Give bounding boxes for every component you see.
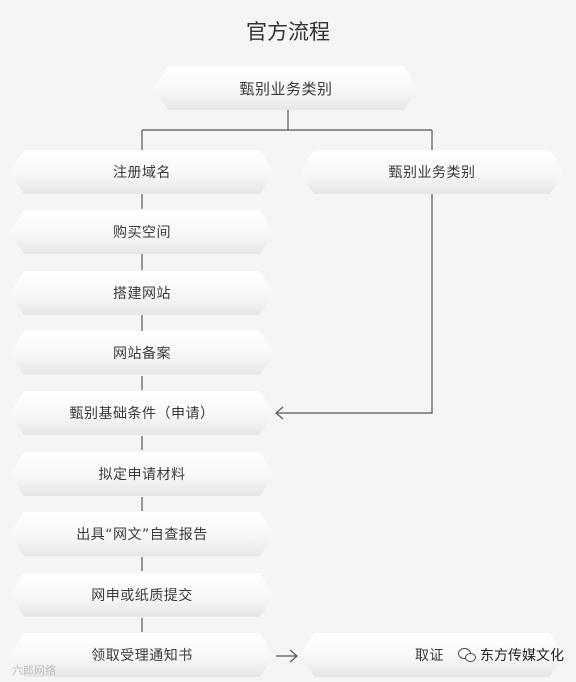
watermark-right: 东方传媒文化 (458, 645, 564, 665)
step-register-domain: 注册域名 (10, 150, 274, 194)
wechat-icon (458, 648, 476, 662)
top-node: 甄别业务类别 (154, 66, 418, 110)
step-draft-materials: 拟定申请材料 (10, 452, 274, 496)
right-node: 甄别业务类别 (300, 150, 564, 194)
right-bottom-node: 取证 (300, 633, 564, 677)
watermark-right-text: 东方传媒文化 (480, 648, 564, 664)
diagram-title: 官方流程 (246, 20, 330, 44)
step-buy-space: 购买空间 (10, 210, 274, 254)
arrow-right-icon (289, 649, 298, 663)
watermark-left: 六郎网络 (12, 664, 56, 677)
step-submit: 网申或纸质提交 (10, 573, 274, 617)
step-site-filing: 网站备案 (10, 331, 274, 375)
arrow-left-icon (275, 406, 284, 420)
step-receive-notice: 领取受理通知书 (10, 633, 274, 677)
step-build-site: 搭建网站 (10, 271, 274, 315)
step-basic-conditions: 甄别基础条件（申请） (10, 391, 274, 435)
step-self-check-report: 出具“网文”自查报告 (10, 512, 274, 556)
